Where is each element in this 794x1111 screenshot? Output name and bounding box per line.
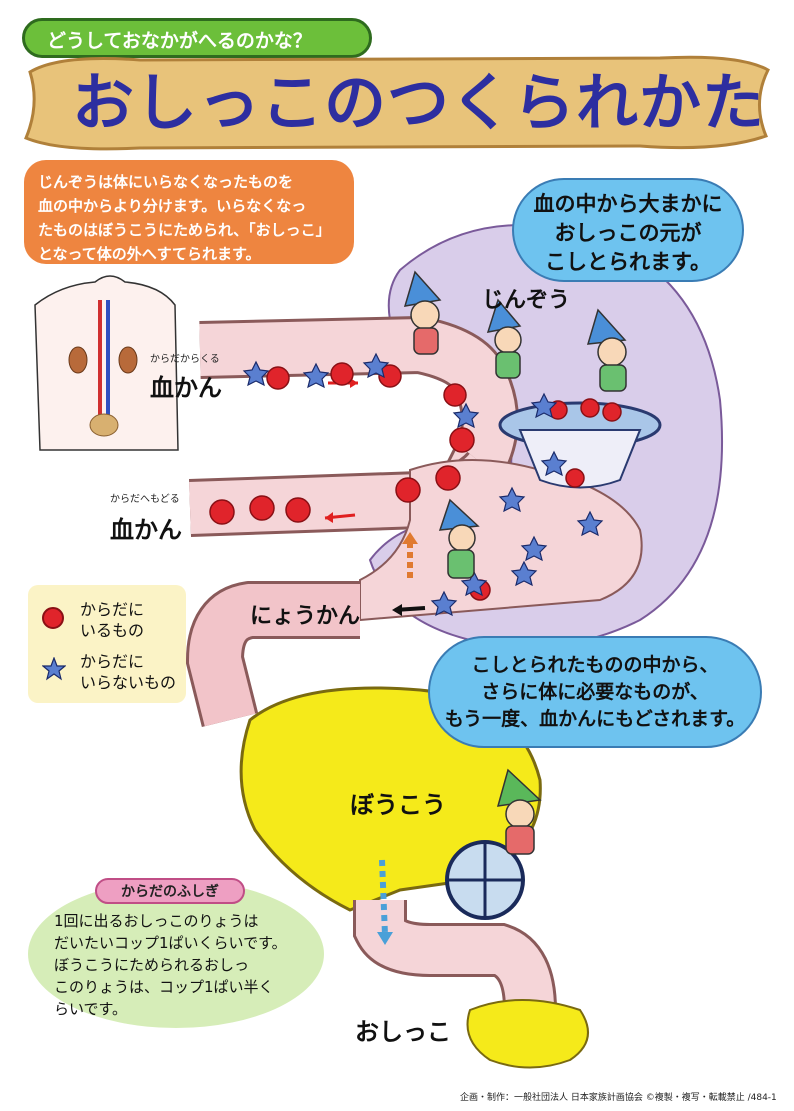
cloud-line: もう一度、血かんにもどされます。 xyxy=(444,708,746,730)
cells-in-vessel-out xyxy=(209,427,475,525)
fact-body: 1回に出るおしっこのりょうは だいたいコップ1ぱいくらいです。 ぼうこうにためら… xyxy=(54,910,304,1020)
fact-line: このりょうは、コップ1ぱい半く xyxy=(54,978,274,996)
intro-box: じんぞうは体にいらなくなったものを 血の中からより分けます。いらなくなっ たもの… xyxy=(24,160,354,264)
fact-line: だいたいコップ1ぱいくらいです。 xyxy=(54,934,287,952)
collecting-chamber xyxy=(359,459,643,622)
intro-line: じんぞうは体にいらなくなったものを xyxy=(38,173,294,191)
kidney-label: じんぞう xyxy=(482,288,571,313)
gnome-worker xyxy=(403,270,627,855)
fact-line: らいです。 xyxy=(54,1000,128,1018)
waste-stars xyxy=(242,352,604,617)
fact-line: 1回に出るおしっこのりょうは xyxy=(54,912,259,930)
vessel-out-label: 血かん xyxy=(110,516,182,544)
title-scroll-background xyxy=(24,55,770,151)
intro-line: 血の中からより分けます。いらなくなっ xyxy=(38,197,307,215)
legend: からだに いるもの からだに いらないもの xyxy=(28,585,186,703)
page-title: おしっこのつくられかた xyxy=(72,66,766,139)
cloud-line: こしとられたものの中から、 xyxy=(471,654,719,676)
cloud-line: さらに体に必要なものが、 xyxy=(481,681,709,703)
question-banner: どうしておなかがへるのかな？ xyxy=(22,18,372,58)
intro-line: たものはぼうこうにためられ、「おしっこ」 xyxy=(38,221,331,239)
waste-star-icon xyxy=(42,657,66,681)
vessel-out-caption: からだへもどる xyxy=(110,494,180,505)
cloud-line: 血の中から大まかに xyxy=(533,192,723,216)
cloud-line: おしっこの元が xyxy=(554,221,702,245)
vessel-in-caption: からだからくる xyxy=(150,354,220,365)
cloud-line: こしとられます。 xyxy=(545,250,711,274)
bladder-label: ぼうこう xyxy=(350,791,446,819)
legend-text-line: いるもの xyxy=(80,621,145,640)
cloud-filter-note: 血の中から大まかに おしっこの元が こしとられます。 xyxy=(512,178,744,282)
ureter-label: にょうかん xyxy=(250,604,361,629)
fact-line: ぼうこうにためられるおしっ xyxy=(54,956,250,974)
cells-in-basin xyxy=(548,398,622,488)
intro-line: となって体の外へすてられます。 xyxy=(38,245,261,263)
arrow-urine-flow xyxy=(379,859,388,936)
footer-credit: 企画・制作：一般社団法人 日本家族計画協会 ©複製・複写・転載禁止 /484-1 xyxy=(460,1093,777,1103)
cells-in-vessel-in xyxy=(266,362,467,407)
legend-text-line: からだに xyxy=(80,600,145,619)
vessel-in-label: 血かん xyxy=(150,374,222,402)
fact-heading: からだのふしぎ xyxy=(95,878,245,904)
blood-cell-icon xyxy=(42,607,64,629)
fact-background xyxy=(28,880,324,1028)
urine-splash xyxy=(466,999,589,1069)
cloud-reabsorb-note: こしとられたものの中から、 さらに体に必要なものが、 もう一度、血かんにもどされ… xyxy=(428,636,762,748)
legend-text-line: からだに xyxy=(80,652,145,671)
legend-text-line: いらないもの xyxy=(80,673,177,692)
urine-label: おしっこ xyxy=(355,1018,451,1046)
